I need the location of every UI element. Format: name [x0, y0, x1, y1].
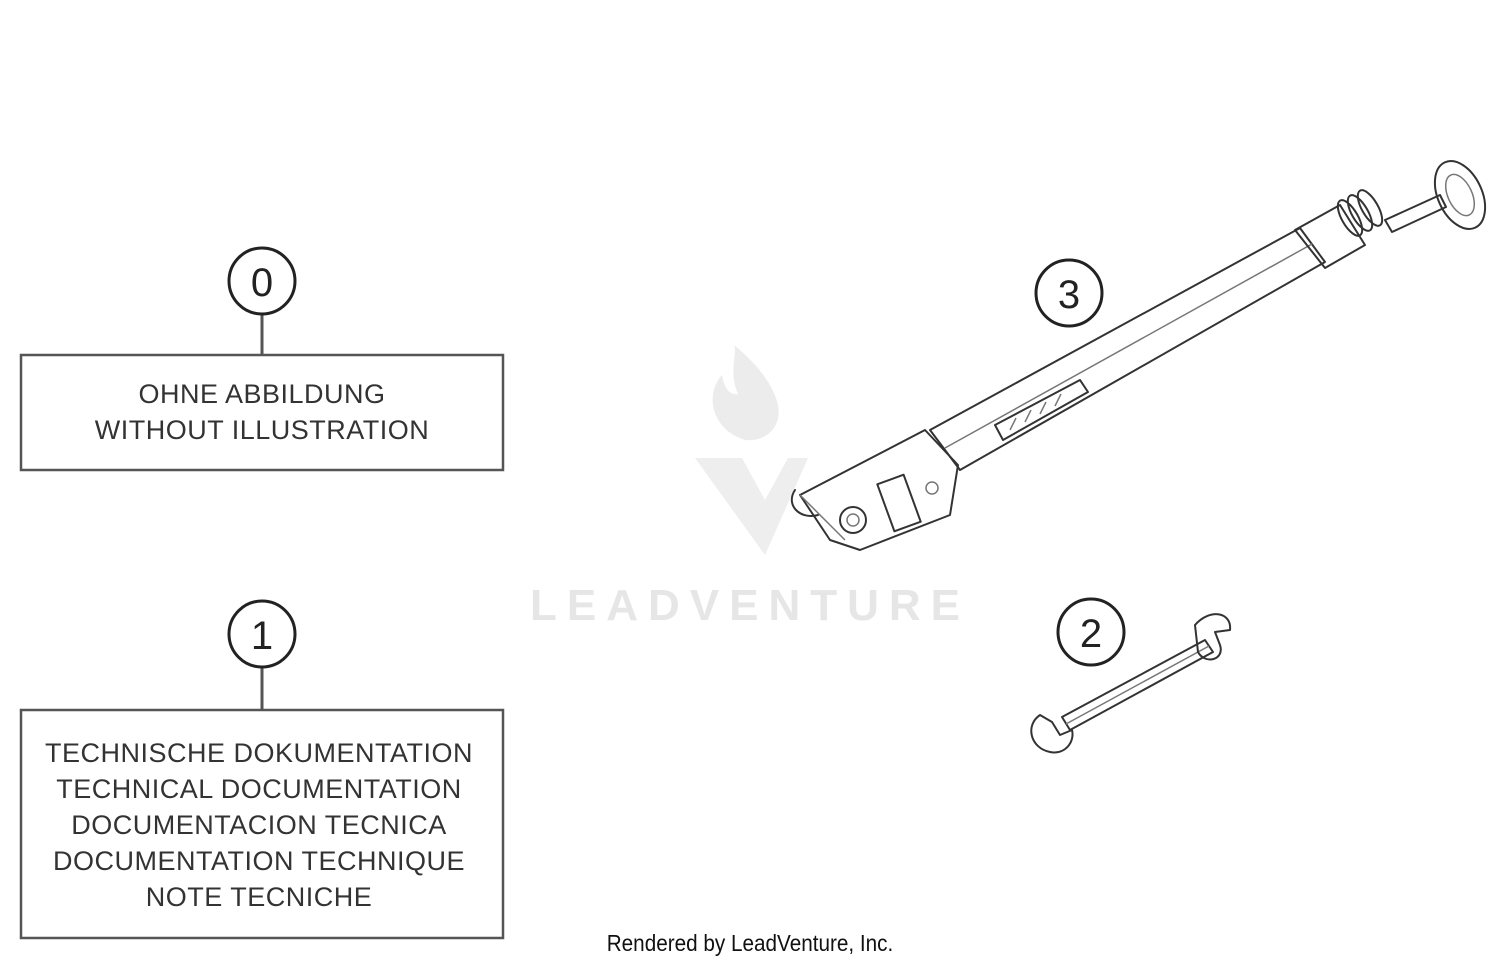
- watermark: LEADVENTURE: [530, 345, 970, 630]
- box-without-illustration: OHNE ABBILDUNG WITHOUT ILLUSTRATION: [19, 353, 505, 472]
- part-2-illustration[interactable]: [1030, 613, 1232, 754]
- callout-0-label: 0: [251, 261, 273, 305]
- callout-3[interactable]: 3: [1034, 258, 1104, 328]
- box1-line-4: DOCUMENTATION TECHNIQUE: [53, 846, 465, 876]
- box1-line-5: NOTE TECNICHE: [146, 882, 373, 912]
- chevron-v-icon: [695, 458, 808, 555]
- callout-2[interactable]: 2: [1056, 597, 1126, 667]
- callout-1[interactable]: 1: [227, 599, 297, 710]
- flame-icon: [712, 345, 779, 441]
- box1-line-1: TECHNISCHE DOKUMENTATION: [45, 738, 473, 768]
- footer-credit: Rendered by LeadVenture, Inc.: [606, 930, 894, 956]
- box1-line-2: TECHNICAL DOCUMENTATION: [56, 774, 462, 804]
- box0-line-2: WITHOUT ILLUSTRATION: [95, 415, 430, 445]
- callout-3-label: 3: [1058, 273, 1080, 317]
- callout-1-label: 1: [251, 614, 273, 658]
- box-technical-documentation: TECHNISCHE DOKUMENTATION TECHNICAL DOCUM…: [19, 708, 505, 940]
- box0-line-1: OHNE ABBILDUNG: [138, 379, 385, 409]
- callout-0[interactable]: 0: [227, 246, 297, 355]
- watermark-text: LEADVENTURE: [530, 581, 970, 630]
- box1-line-3: DOCUMENTACION TECNICA: [71, 810, 447, 840]
- part-3-illustration[interactable]: [790, 153, 1495, 551]
- callout-2-label: 2: [1080, 612, 1102, 656]
